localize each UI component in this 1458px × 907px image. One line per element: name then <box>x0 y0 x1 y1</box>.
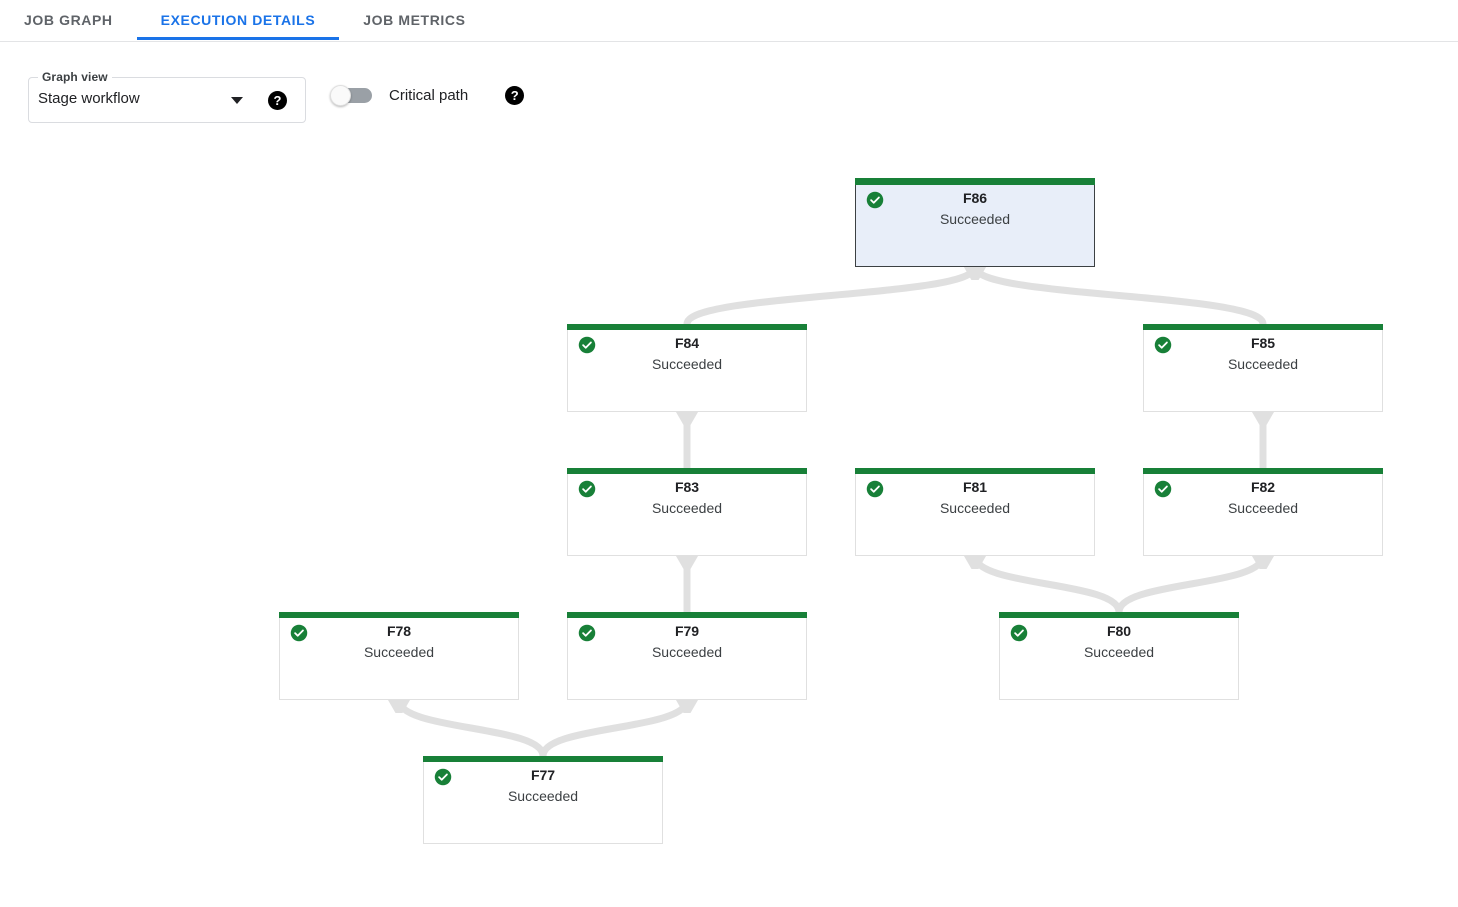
graph-edge-cap <box>1252 412 1274 425</box>
graph-edge-cap <box>676 700 698 713</box>
node-status: Succeeded <box>651 644 723 660</box>
tab-bar: JOB GRAPH EXECUTION DETAILS JOB METRICS <box>0 0 1458 42</box>
critical-path-toggle[interactable] <box>330 85 374 106</box>
check-circle-icon <box>434 768 452 786</box>
tab-job-metrics[interactable]: JOB METRICS <box>339 0 489 40</box>
check-circle-icon <box>866 480 884 498</box>
graph-edge-cap <box>964 556 986 569</box>
graph-edge-cap <box>676 412 698 425</box>
critical-path-label: Critical path <box>389 86 469 104</box>
check-circle-icon <box>290 624 308 642</box>
node-status: Succeeded <box>939 500 1011 516</box>
node-title: F83 <box>674 479 700 495</box>
node-title: F85 <box>1250 335 1276 351</box>
node-title: F80 <box>1106 623 1132 639</box>
graph-edge-cap <box>388 700 410 713</box>
node-status-bar <box>855 178 1095 185</box>
node-status: Succeeded <box>1227 356 1299 372</box>
graph-edge <box>683 263 979 328</box>
node-title: F84 <box>674 335 700 351</box>
node-status: Succeeded <box>651 500 723 516</box>
node-status: Succeeded <box>1083 644 1155 660</box>
node-status-bar <box>855 468 1095 474</box>
node-status-bar <box>1143 468 1383 474</box>
node-status: Succeeded <box>1227 500 1299 516</box>
graph-view-select[interactable]: Graph view Stage workflow ? <box>28 70 306 123</box>
check-circle-icon <box>578 480 596 498</box>
critical-path-control: Critical path ? <box>330 85 525 106</box>
node-title: F82 <box>1250 479 1276 495</box>
check-circle-icon <box>578 624 596 642</box>
graph-edge <box>1115 552 1267 616</box>
graph-edge <box>539 696 691 760</box>
node-status-bar <box>999 612 1239 618</box>
node-status-bar <box>279 612 519 618</box>
graph-view-label: Graph view <box>38 70 112 84</box>
graph-edge <box>971 263 1267 328</box>
graph-edge <box>971 552 1123 616</box>
graph-edge-cap <box>964 267 986 280</box>
node-status-bar <box>1143 324 1383 330</box>
tab-label: EXECUTION DETAILS <box>160 12 316 28</box>
graph-edge-cap <box>676 556 698 569</box>
graph-toolbar: Graph view Stage workflow ? Critical pat… <box>0 41 1458 141</box>
check-circle-icon <box>578 336 596 354</box>
node-status: Succeeded <box>939 211 1011 227</box>
node-status: Succeeded <box>363 644 435 660</box>
node-status-bar <box>423 756 663 762</box>
node-title: F79 <box>674 623 700 639</box>
graph-edge <box>395 696 547 760</box>
graph-edges <box>388 263 1274 760</box>
critical-path-help-icon[interactable]: ? <box>505 85 525 105</box>
check-circle-icon <box>1154 480 1172 498</box>
graph-view-value: Stage workflow <box>38 90 140 107</box>
node-status-bar <box>567 468 807 474</box>
node-status-bar <box>567 324 807 330</box>
graph-view-help-icon[interactable]: ? <box>268 91 287 110</box>
node-status: Succeeded <box>651 356 723 372</box>
check-circle-icon <box>866 191 884 209</box>
node-title: F86 <box>962 190 988 206</box>
tab-label: JOB GRAPH <box>24 12 113 28</box>
node-title: F77 <box>530 767 556 783</box>
graph-edge-cap <box>1252 556 1274 569</box>
node-title: F78 <box>386 623 412 639</box>
tab-label: JOB METRICS <box>363 12 466 28</box>
chevron-down-icon[interactable] <box>231 97 243 104</box>
node-title: F81 <box>962 479 988 495</box>
tab-job-graph[interactable]: JOB GRAPH <box>0 0 137 40</box>
tab-execution-details[interactable]: EXECUTION DETAILS <box>136 0 340 40</box>
node-status-bar <box>567 612 807 618</box>
check-circle-icon <box>1154 336 1172 354</box>
toggle-knob <box>330 85 351 106</box>
node-status: Succeeded <box>507 788 579 804</box>
check-circle-icon <box>1010 624 1028 642</box>
